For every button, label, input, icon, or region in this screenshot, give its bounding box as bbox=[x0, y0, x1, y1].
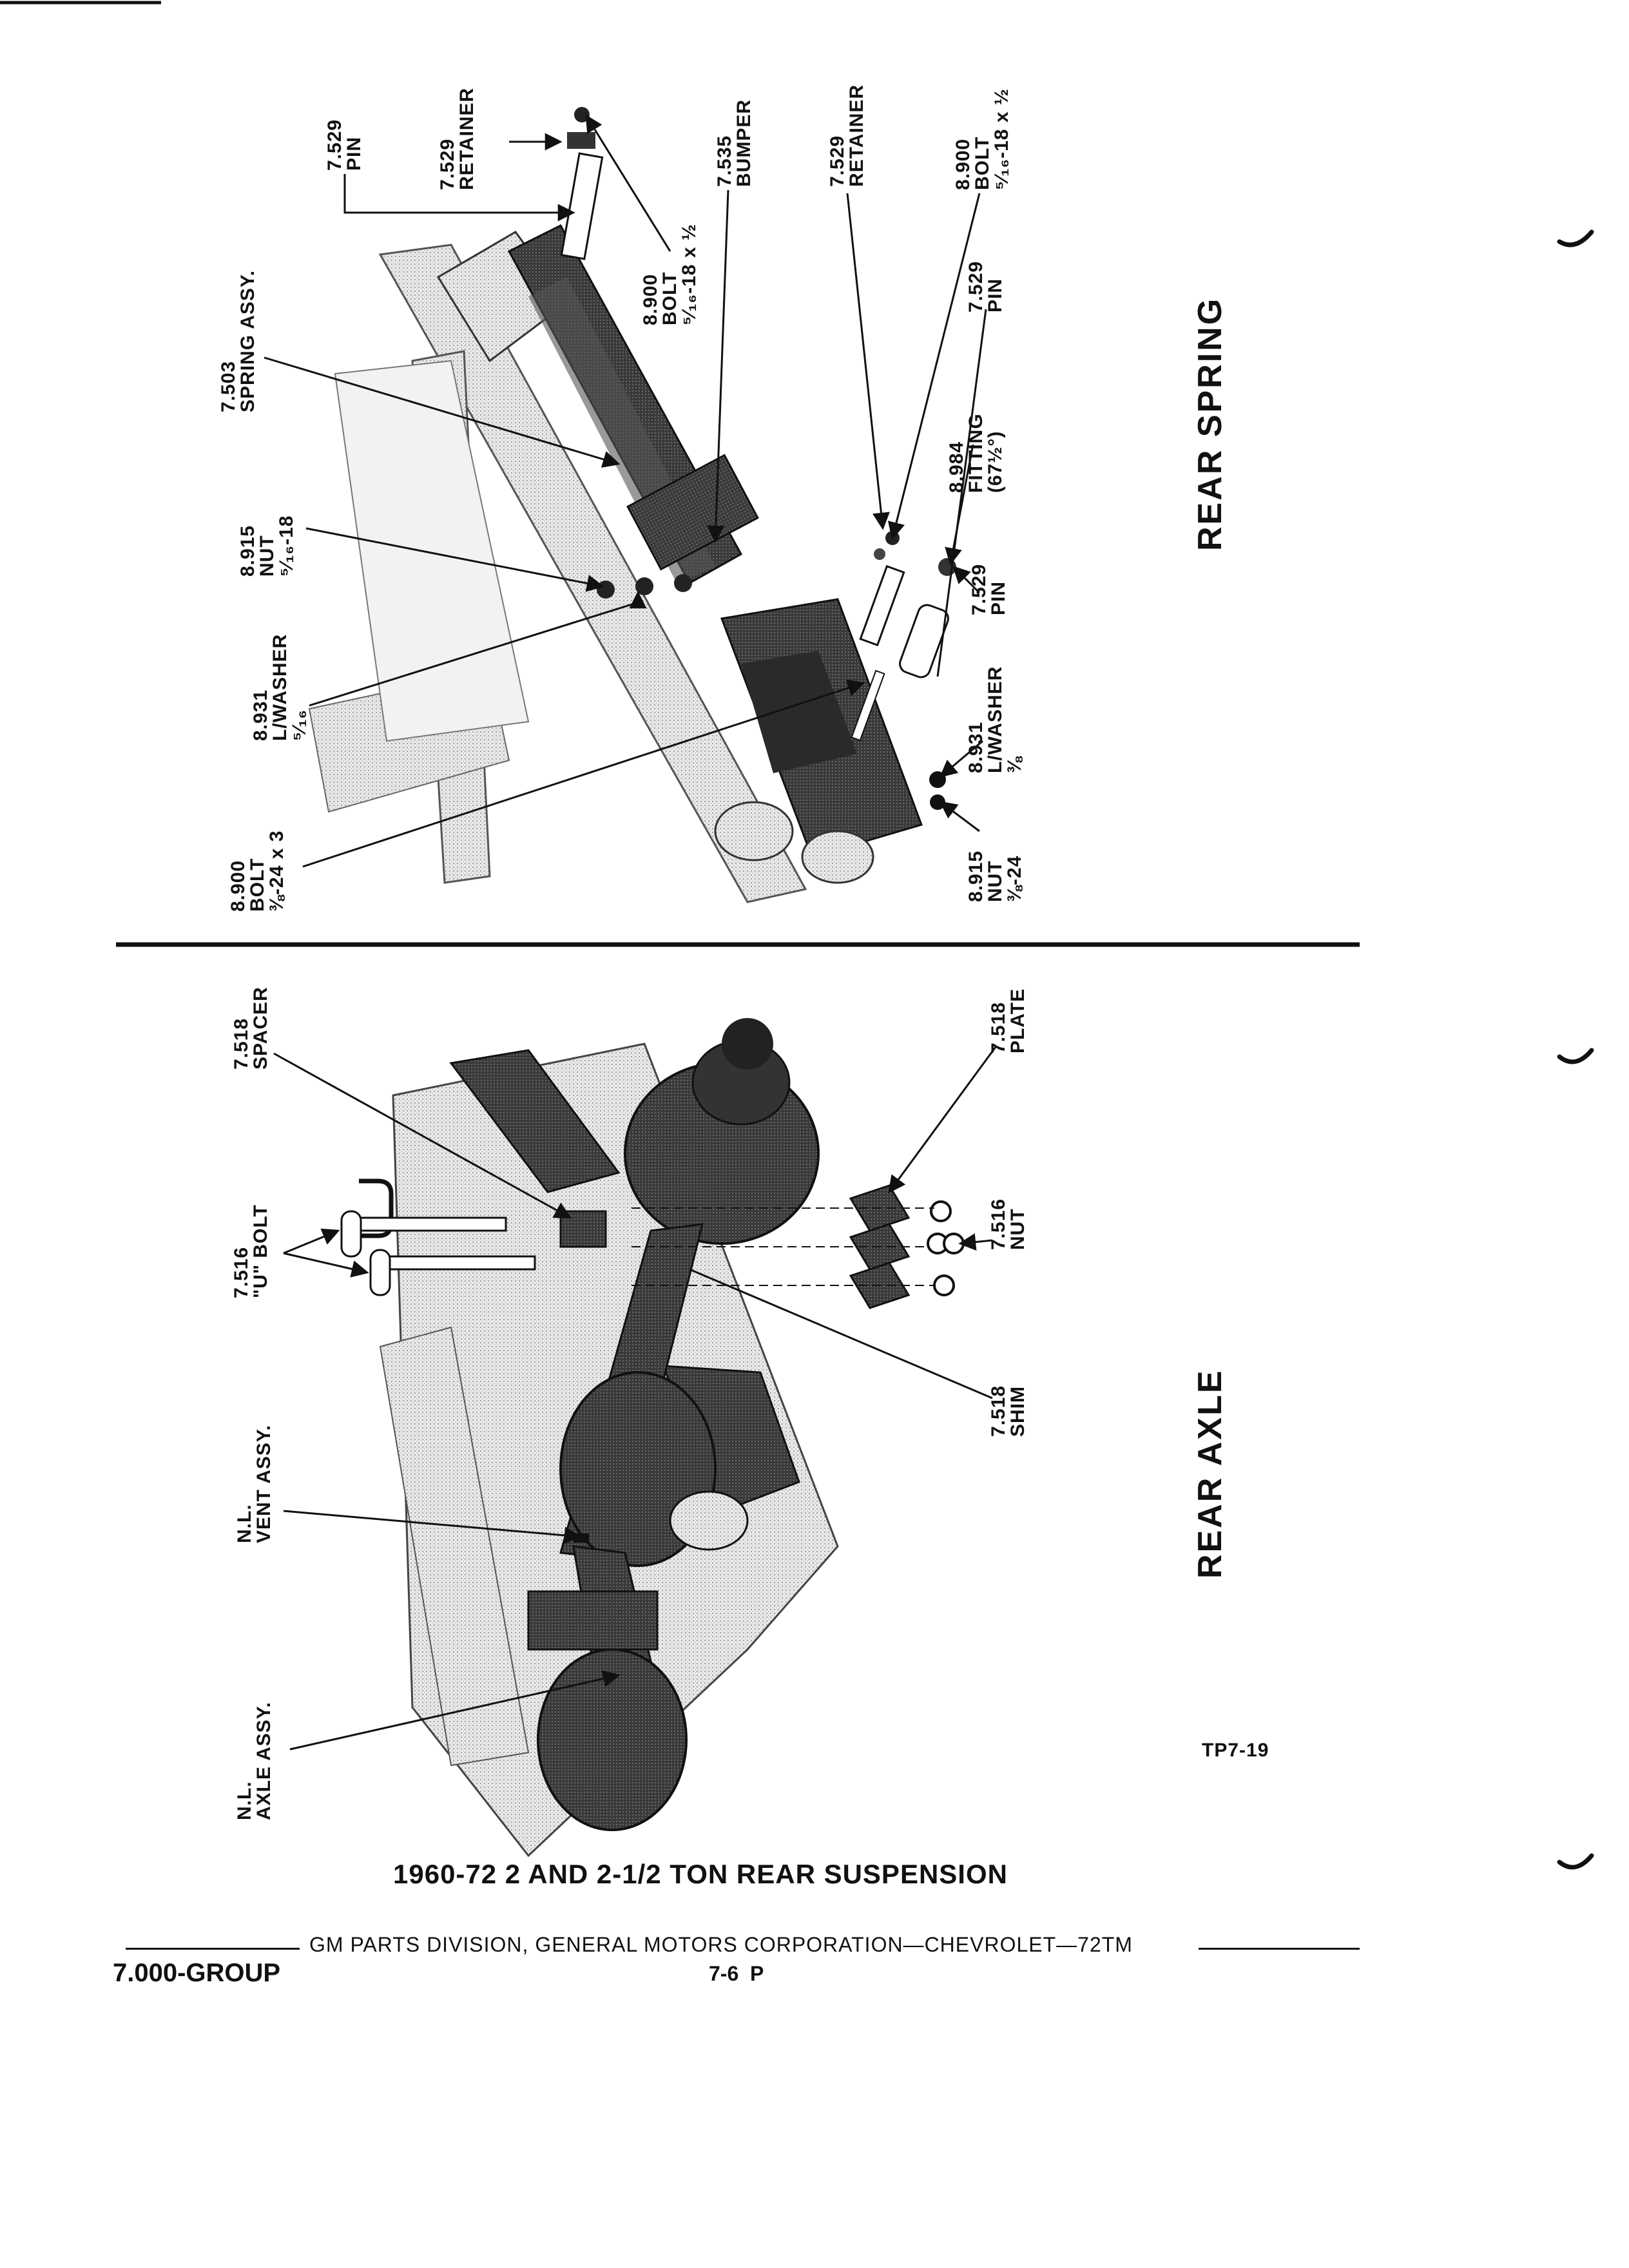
rear-axle-title: REAR AXLE bbox=[1191, 1369, 1229, 1579]
rear-axle-leaders bbox=[273, 1046, 997, 1751]
label-u-bolt: 7.516"U" BOLT bbox=[231, 1204, 271, 1298]
rear-spring-artwork bbox=[308, 107, 956, 903]
rear-spring-title: REAR SPRING bbox=[1191, 296, 1229, 551]
figure-caption: 1960-72 2 AND 2-1/2 TON REAR SUSPENSION bbox=[393, 1859, 1008, 1889]
label-vent-assy: N.L.VENT ASSY. bbox=[234, 1425, 275, 1543]
figure-code: TP7-19 bbox=[1202, 1740, 1269, 1761]
footer-page-number: 7-6 P bbox=[709, 1962, 764, 1985]
footer-rule-right bbox=[1199, 1948, 1360, 1950]
footer-publisher: GM PARTS DIVISION, GENERAL MOTORS CORPOR… bbox=[309, 1933, 1133, 1956]
footer-group: 7.000-GROUP bbox=[113, 1959, 281, 1987]
rear-axle-artwork bbox=[340, 1018, 965, 1858]
label-axle-assy: N.L.AXLE ASSY. bbox=[234, 1702, 275, 1820]
footer-rule-left bbox=[126, 1948, 300, 1950]
binder-hole-marks bbox=[1557, 229, 1594, 1870]
rear-spring-leaders bbox=[264, 114, 987, 868]
